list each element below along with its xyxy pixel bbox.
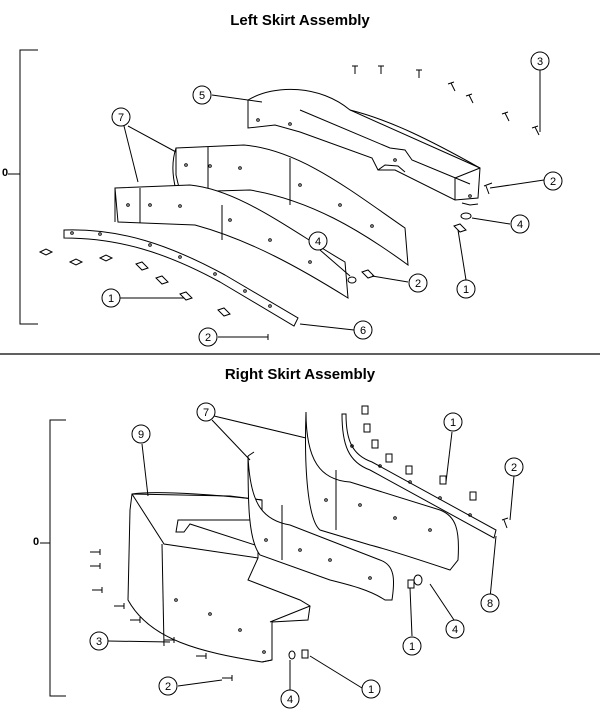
callout-number: 4 [452, 624, 458, 636]
callout-number: 7 [203, 407, 209, 419]
callout-bubble [101, 288, 121, 308]
callout-number: 2 [415, 278, 421, 290]
left-bolts [352, 65, 540, 195]
callout-number: 1 [368, 684, 374, 696]
right-callout-labels: 9 7 1 2 3 8 1 4 2 4 1 [96, 407, 517, 706]
callout-bubble [402, 636, 422, 656]
callout-number: 1 [409, 641, 415, 653]
callout-bubble [196, 402, 216, 422]
callout-number: 8 [487, 598, 493, 610]
callout-number: 1 [108, 293, 114, 305]
right-assembly-title: Right Skirt Assembly [224, 366, 376, 383]
left-bracket [19, 49, 38, 325]
callout-bubble [353, 320, 373, 340]
left-callout-labels: 5 3 7 2 4 4 2 1 1 6 2 [108, 56, 556, 344]
callout-number: 3 [96, 636, 102, 648]
callout-number: 1 [450, 417, 456, 429]
callout-bubble [510, 214, 530, 234]
callout-bubble [443, 412, 463, 432]
callout-bubble [480, 593, 500, 613]
callout-number: 2 [511, 462, 517, 474]
callout-bubble [530, 51, 550, 71]
callout-bubble [192, 85, 212, 105]
callout-bubble [543, 171, 563, 191]
callout-number: 3 [537, 56, 543, 68]
callout-bubble [198, 327, 218, 347]
callout-number: 5 [199, 90, 205, 102]
callout-bubble [89, 631, 109, 651]
callout-bubble [456, 279, 476, 299]
left-callout-leaders [120, 70, 545, 338]
right-bracket [49, 419, 66, 697]
callout-number: 4 [315, 236, 321, 248]
callout-bubble [280, 689, 300, 709]
left-callouts [101, 51, 563, 347]
callout-bubble [308, 231, 328, 251]
callout-number: 2 [205, 332, 211, 344]
right-front-skirt-panel [247, 451, 394, 601]
callout-bubble [131, 424, 151, 444]
callout-bubble [361, 679, 381, 699]
right-bracket-label: 0 [33, 536, 40, 548]
left-bracket-label: 0 [2, 167, 9, 179]
callout-bubble [445, 619, 465, 639]
right-callouts [89, 402, 524, 709]
right-callout-leaders [107, 415, 515, 690]
right-hardware [90, 405, 509, 681]
right-bottom-cover [127, 492, 311, 663]
right-mounting-strip [341, 413, 497, 539]
callout-number: 4 [287, 694, 293, 706]
left-assembly-title: Left Skirt Assembly [230, 12, 370, 29]
left-top-cover [247, 88, 481, 206]
right-rear-skirt-panel [305, 411, 459, 571]
callout-bubble [111, 107, 131, 127]
callout-number: 2 [550, 176, 556, 188]
callout-number: 4 [517, 219, 523, 231]
callout-bubble [158, 676, 178, 696]
callout-number: 2 [165, 681, 171, 693]
callout-bubble [408, 273, 428, 293]
callout-number: 6 [360, 325, 366, 337]
left-front-skirt-panel [114, 184, 349, 299]
left-mounting-strip [63, 229, 299, 327]
callout-number: 7 [118, 112, 124, 124]
callout-bubble [504, 457, 524, 477]
callout-number: 9 [138, 429, 144, 441]
callout-number: 1 [463, 284, 469, 296]
